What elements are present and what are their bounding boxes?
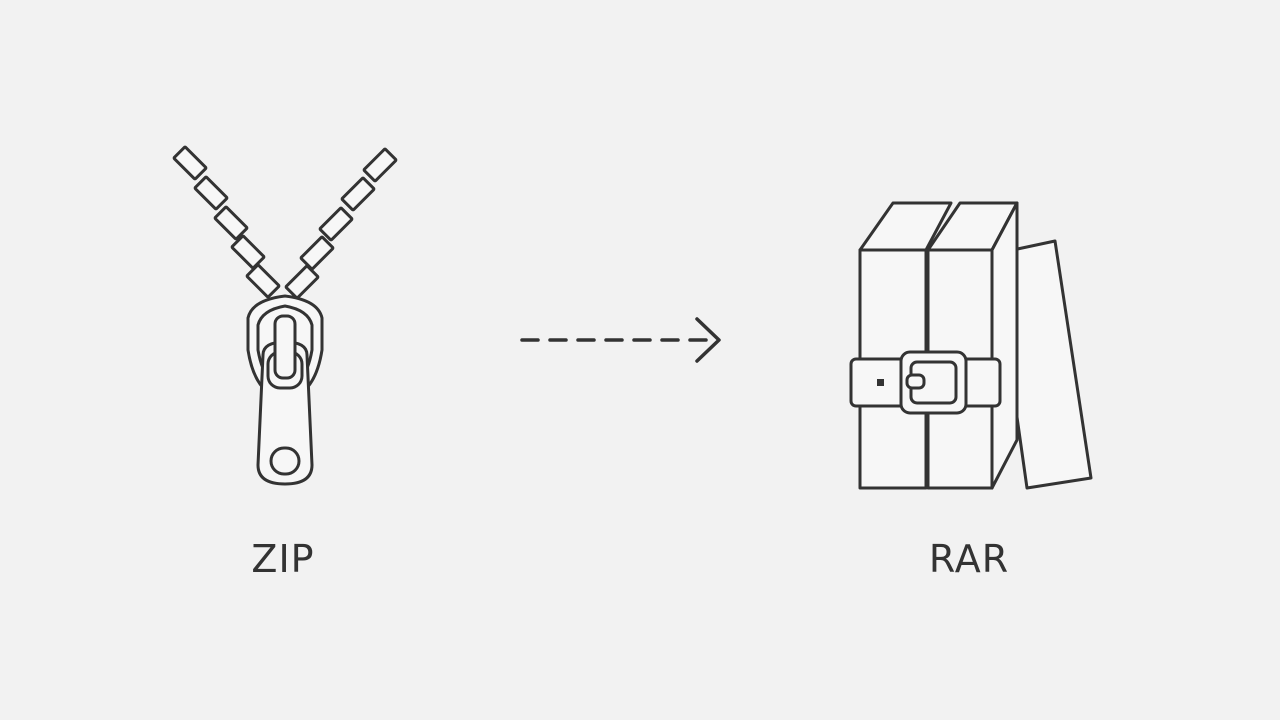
belted-books-archive-icon: [849, 201, 1093, 490]
rar-label: RAR: [928, 537, 1010, 581]
zip-label: ZIP: [251, 537, 315, 581]
dashed-arrow-right-icon: [520, 317, 721, 363]
zipper-icon: [172, 145, 398, 486]
